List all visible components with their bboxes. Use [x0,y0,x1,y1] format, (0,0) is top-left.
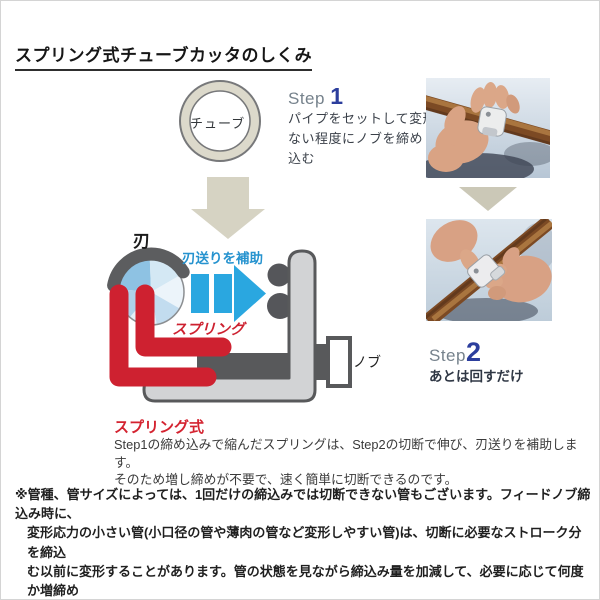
step1-line: 込む [288,151,316,166]
blade-arc [107,247,190,292]
step1-line: パイプをセットして変形し [288,111,450,126]
explanation-line: そのため増し締めが不要で、速く簡単に切断できるのです。 [114,472,458,487]
explanation-body: Step1の締め込みで縮んだスプリングは、Step2の切断で伸び、刃送りを補助し… [114,436,599,489]
tube-ring-inner [189,90,251,152]
knob [326,336,352,388]
blade-label: 刃 [133,232,150,251]
spring-label: スプリング [172,322,245,338]
photo-step1 [426,78,550,178]
hand [428,82,520,172]
step1-number: 1 [330,83,343,109]
spring-shape [109,284,232,387]
roller [267,293,293,319]
mechanism-diagram [107,247,352,403]
roller [267,263,291,287]
footnote-line: む以前に変形することがあります。管の状態を見ながら締込み量を加減して、必要に応じ… [27,563,584,599]
down-arrow-icon [191,177,265,239]
tube-label: チューブ [190,116,246,131]
tube-cutter [477,106,507,137]
step1-heading: Step 1 [288,83,343,110]
step1-line: ない程度にノブを締め [288,131,424,146]
hand [485,247,552,303]
step2-heading: Step2 [429,337,481,368]
step2-word: Step [429,346,466,365]
explanation-line: Step1の締め込みで縮んだスプリングは、Step2の切断で伸び、刃送りを補助し… [114,437,578,470]
page-title: スプリング式チューブカッタのしくみ [15,41,313,71]
photo-step2 [426,219,552,321]
footnote-line: 変形応力の小さい管(小口径の管や薄肉の管など変形しやすい管)は、切断に必要なスト… [27,525,582,560]
step1-description: パイプをセットして変形し ない程度にノブを締め 込む [288,109,450,169]
footnote: ※管種、管サイズによっては、1回だけの締込みでは切断できない管もございます。フィ… [15,485,593,599]
shadow [504,142,550,166]
step1-word: Step [288,89,331,108]
feed-arrow-icon [191,265,266,322]
step2-number: 2 [465,337,482,367]
footnote-line: ※管種、管サイズによっては、1回だけの締込みでは切断できない管もございます。フィ… [15,487,591,522]
tube-cutter [467,254,506,288]
tube-ring [179,80,261,162]
assist-label: 刃送りを補助 [182,251,263,266]
explanation-heading: スプリング式 [114,419,205,436]
step2-caption: あとは回すだけ [429,369,524,384]
down-triangle-icon [459,187,517,211]
knob-label: ノブ [353,354,381,370]
